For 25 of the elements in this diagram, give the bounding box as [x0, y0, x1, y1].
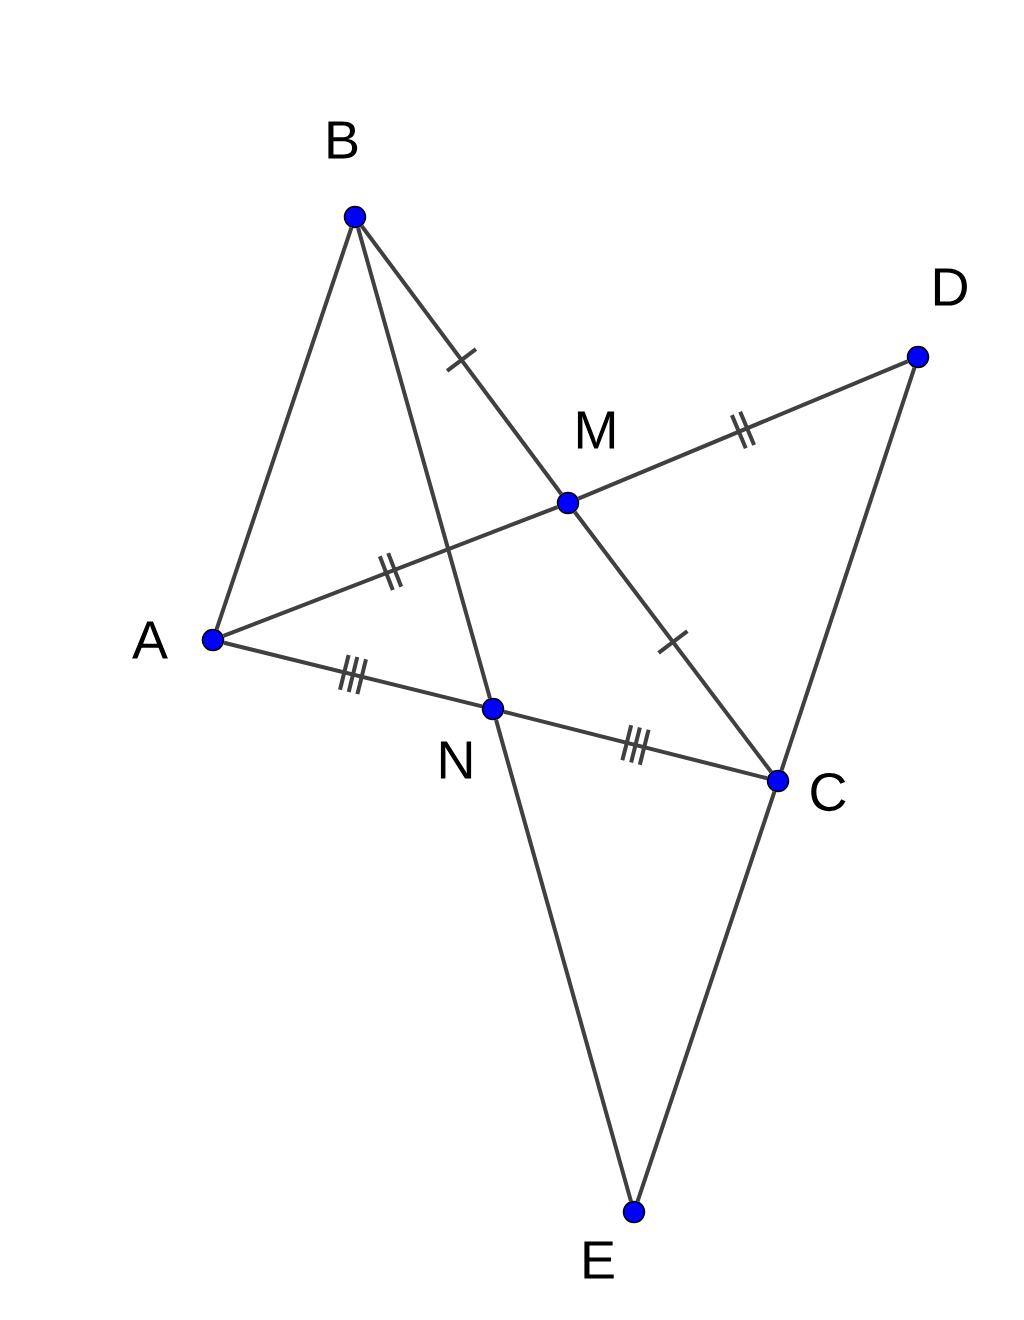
- point: C: [766, 769, 846, 812]
- line-segment: [494, 719, 633, 1202]
- node-label: C: [811, 772, 846, 812]
- node-label: B: [328, 121, 358, 159]
- line-segment: [214, 227, 354, 630]
- line-segment: [635, 791, 777, 1202]
- line-segment: [360, 224, 563, 496]
- node-label: A: [132, 621, 168, 659]
- line-segment: [573, 510, 773, 774]
- point: D: [906, 268, 967, 369]
- node-label: M: [577, 411, 615, 449]
- point: B: [328, 121, 367, 229]
- line-segment: [779, 367, 917, 771]
- line-segment: [503, 709, 768, 781]
- point: E: [584, 1200, 646, 1279]
- node-label: N: [440, 741, 472, 779]
- node-label: D: [934, 268, 967, 306]
- line-segment: [577, 359, 909, 501]
- point: M: [556, 411, 615, 515]
- point: A: [132, 621, 225, 659]
- point: N: [440, 697, 505, 779]
- node-label: E: [584, 1241, 614, 1279]
- line-segment: [223, 640, 483, 709]
- line-segment: [356, 227, 492, 699]
- line-segment: [222, 505, 559, 638]
